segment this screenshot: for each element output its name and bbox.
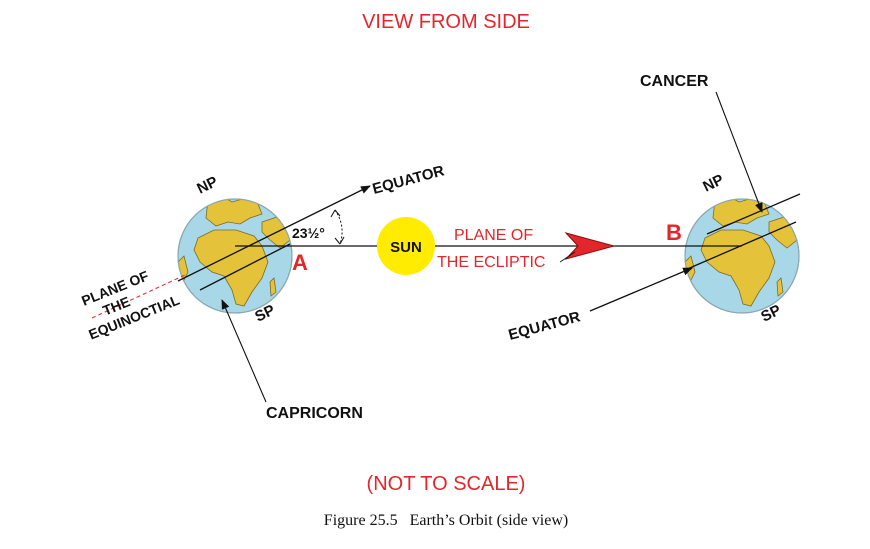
tropic-line-b xyxy=(706,193,801,235)
equator-label-b: EQUATOR xyxy=(507,308,583,344)
sun-label: SUN xyxy=(390,239,422,256)
angle-arc xyxy=(334,209,343,245)
np-label-a: NP xyxy=(194,173,220,197)
cancer-label: CANCER xyxy=(640,73,709,90)
equator-line-b xyxy=(684,221,797,271)
np-label-b: NP xyxy=(700,171,726,195)
sun xyxy=(377,217,435,275)
equator-line-a xyxy=(177,185,371,282)
ecliptic-label-line2: THE ECLIPTIC xyxy=(437,254,545,271)
point-b-label: B xyxy=(666,220,682,245)
angle-arrow-bottom xyxy=(334,236,345,245)
earth-b xyxy=(684,198,800,314)
equinoctial-dashed-line xyxy=(91,274,186,319)
cancer-pointer xyxy=(715,91,763,213)
tropic-line-a xyxy=(199,243,291,291)
diagram-title: VIEW FROM SIDE xyxy=(362,11,530,33)
ecliptic-label-line1: PLANE OF xyxy=(454,227,533,244)
ecliptic-label-pointer xyxy=(559,251,576,263)
capricorn-label: CAPRICORN xyxy=(266,405,363,422)
equator-label-a: EQUATOR xyxy=(371,162,447,198)
earth-a xyxy=(177,198,293,314)
scale-note: (NOT TO SCALE) xyxy=(367,473,526,495)
point-a-label: A xyxy=(292,250,308,275)
equator-pointer-b xyxy=(589,267,693,312)
angle-label: 23½° xyxy=(292,225,325,241)
orbit-direction-arrow xyxy=(564,232,616,260)
angle-arrow-top xyxy=(330,209,341,218)
capricorn-pointer xyxy=(221,299,267,403)
figure-caption: Figure 25.5 Earth’s Orbit (side view) xyxy=(324,512,568,529)
earth-a-continents xyxy=(178,199,292,307)
equinoctial-label: PLANE OF THE EQUINOCTIAL xyxy=(79,267,182,342)
